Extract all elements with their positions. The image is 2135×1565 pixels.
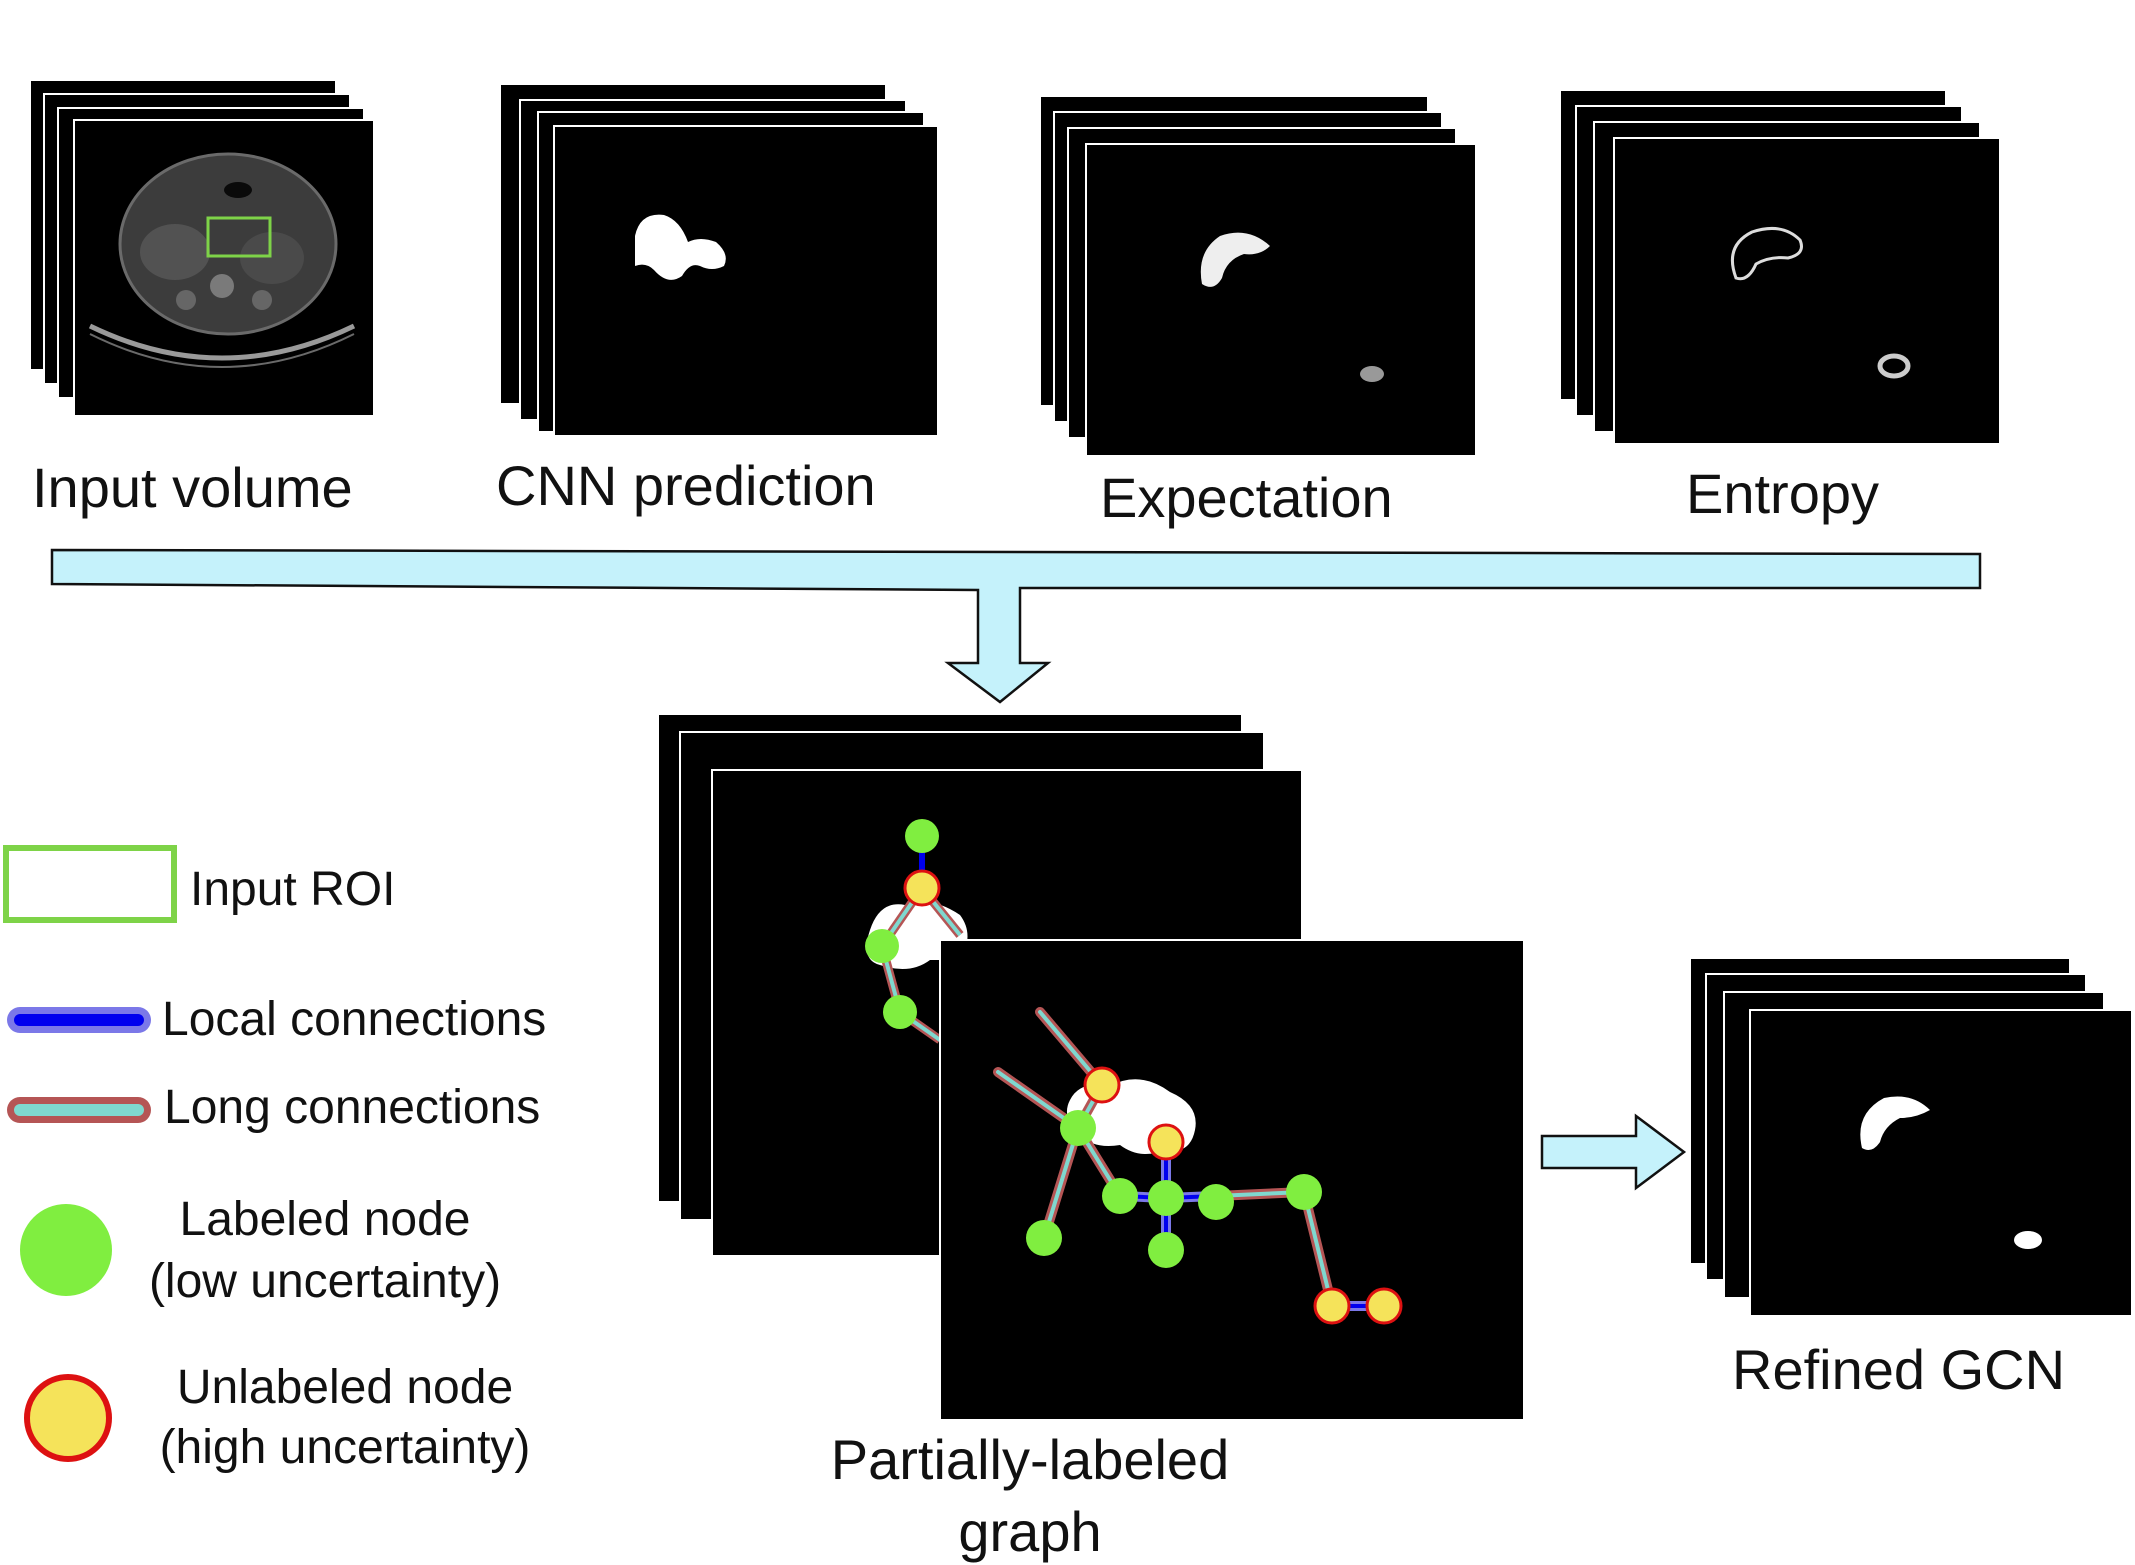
labeled-node bbox=[1148, 1232, 1184, 1268]
entropy-stack bbox=[1559, 89, 2001, 445]
legend-labeled-node bbox=[20, 1204, 112, 1296]
refined-mask-shape bbox=[1860, 1096, 1930, 1150]
graph-stack bbox=[657, 713, 1525, 1421]
labeled-node bbox=[1026, 1220, 1062, 1256]
graph-nodes bbox=[1026, 1066, 1403, 1325]
refined-gcn-stack bbox=[1689, 957, 2133, 1317]
label-graph-line1: Partially-labeled bbox=[830, 1428, 1230, 1491]
ct-slice-image bbox=[88, 152, 356, 368]
cnn-prediction-stack bbox=[499, 83, 939, 437]
unlabeled-node bbox=[1365, 1287, 1403, 1325]
label-expectation: Expectation bbox=[1100, 466, 1393, 529]
labeled-node bbox=[1286, 1174, 1322, 1210]
labeled-node bbox=[1102, 1178, 1138, 1214]
legend-roi-label: Input ROI bbox=[190, 863, 396, 916]
legend-unlabeled-node bbox=[24, 1374, 112, 1462]
legend-unlabeled-line1: Unlabeled node bbox=[176, 1361, 514, 1414]
label-input-volume: Input volume bbox=[32, 456, 353, 519]
label-cnn-prediction: CNN prediction bbox=[496, 454, 876, 517]
entropy-small-outline bbox=[1877, 353, 1911, 379]
legend-long-label: Long connections bbox=[164, 1081, 541, 1134]
entropy-outline-shape bbox=[1731, 226, 1803, 281]
expectation-stack bbox=[1039, 95, 1477, 457]
labeled-node bbox=[1148, 1180, 1184, 1216]
input-volume-stack bbox=[29, 79, 375, 417]
roi-box-on-slice bbox=[206, 216, 272, 258]
labeled-node bbox=[1060, 1110, 1096, 1146]
expectation-mask-shape bbox=[1200, 232, 1270, 287]
labeled-node bbox=[1198, 1184, 1234, 1220]
unlabeled-node bbox=[1147, 1123, 1185, 1161]
unlabeled-node bbox=[1083, 1066, 1121, 1104]
cnn-mask-shape bbox=[635, 214, 726, 280]
label-refined-gcn: Refined GCN bbox=[1732, 1338, 2066, 1401]
merge-arrow bbox=[50, 548, 1982, 704]
refine-arrow bbox=[1540, 1113, 1687, 1191]
legend-unlabeled-line2: (high uncertainty) bbox=[159, 1421, 531, 1474]
legend-local-label: Local connections bbox=[162, 993, 547, 1046]
legend-labeled-line2: (low uncertainty) bbox=[148, 1255, 502, 1308]
unlabeled-node bbox=[1313, 1287, 1351, 1325]
legend-roi-swatch bbox=[3, 845, 177, 923]
label-graph-line2: graph bbox=[958, 1500, 1102, 1563]
legend-graphics bbox=[3, 845, 177, 1462]
legend-labeled-line1: Labeled node bbox=[179, 1193, 471, 1246]
expectation-small-blob bbox=[1360, 366, 1384, 382]
refined-small-blob bbox=[2014, 1231, 2042, 1249]
label-entropy: Entropy bbox=[1686, 462, 1879, 525]
